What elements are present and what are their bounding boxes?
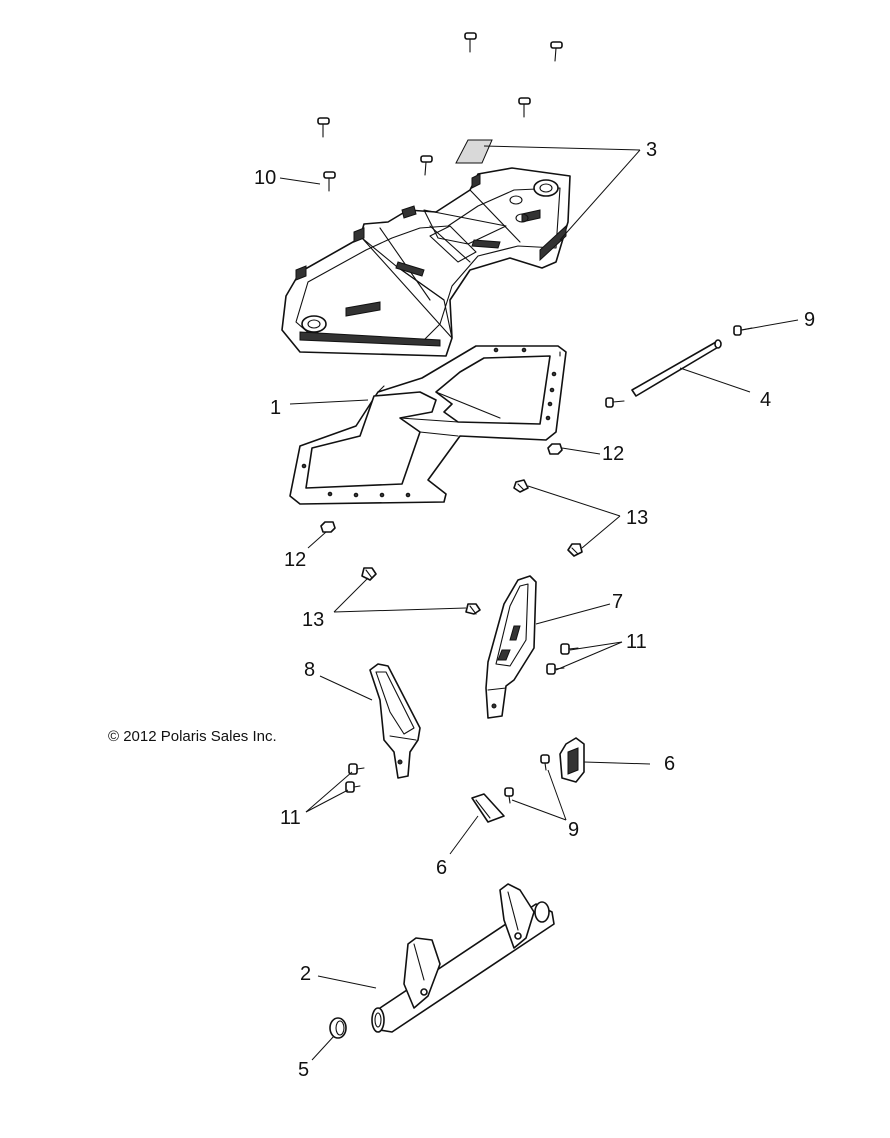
clip-13-1 (513, 479, 529, 493)
nut-12-left (320, 521, 336, 533)
screw-top-4 (317, 117, 330, 138)
callout-12-left: 12 (284, 549, 306, 571)
callout-10: 10 (254, 167, 276, 189)
screw-top-1 (464, 32, 477, 53)
clip-6-right (559, 737, 585, 783)
callout-2: 2 (300, 963, 311, 985)
callout-13-right: 13 (626, 507, 648, 529)
screw-11-a (560, 643, 579, 655)
clip-13-2 (567, 543, 583, 557)
rod (631, 339, 722, 397)
screw-top-5 (420, 155, 433, 176)
callout-5: 5 (298, 1059, 309, 1081)
rack-top (281, 167, 571, 357)
bracket-7 (485, 575, 537, 719)
clip-6-left (471, 793, 505, 823)
cap-5 (329, 1017, 347, 1039)
copyright-text: © 2012 Polaris Sales Inc. (108, 728, 277, 745)
callout-11-left: 11 (280, 807, 301, 829)
callout-12-right: 12 (602, 443, 624, 465)
callout-13-left: 13 (302, 609, 324, 631)
callout-9-bottom: 9 (568, 819, 579, 841)
clip-13-4 (465, 603, 481, 615)
nut-12-right (547, 443, 563, 455)
screw-rod-lower (605, 397, 625, 408)
tube-assembly (371, 883, 555, 1033)
callout-4: 4 (760, 389, 771, 411)
clip-13-3 (361, 567, 377, 581)
screw-11-d (345, 781, 361, 793)
screw-top-3 (518, 97, 531, 118)
rack-frame (289, 345, 567, 505)
screw-11-c (348, 763, 365, 775)
screw-9-b (504, 787, 514, 804)
screw-9-rod (733, 325, 753, 336)
callout-1: 1 (270, 397, 281, 419)
callout-7: 7 (612, 591, 623, 613)
callout-6-left: 6 (436, 857, 447, 879)
callout-3: 3 (646, 139, 657, 161)
screw-9-a (540, 754, 550, 771)
screw-10 (323, 171, 336, 192)
screw-11-b (546, 663, 565, 675)
callout-8: 8 (304, 659, 315, 681)
callout-6-right: 6 (664, 753, 675, 775)
bracket-8 (369, 663, 421, 779)
leader-lines (279, 145, 799, 1061)
callout-9-top: 9 (804, 309, 815, 331)
callout-11-right: 11 (626, 631, 647, 653)
decal (455, 139, 493, 164)
screw-top-2 (550, 41, 563, 62)
